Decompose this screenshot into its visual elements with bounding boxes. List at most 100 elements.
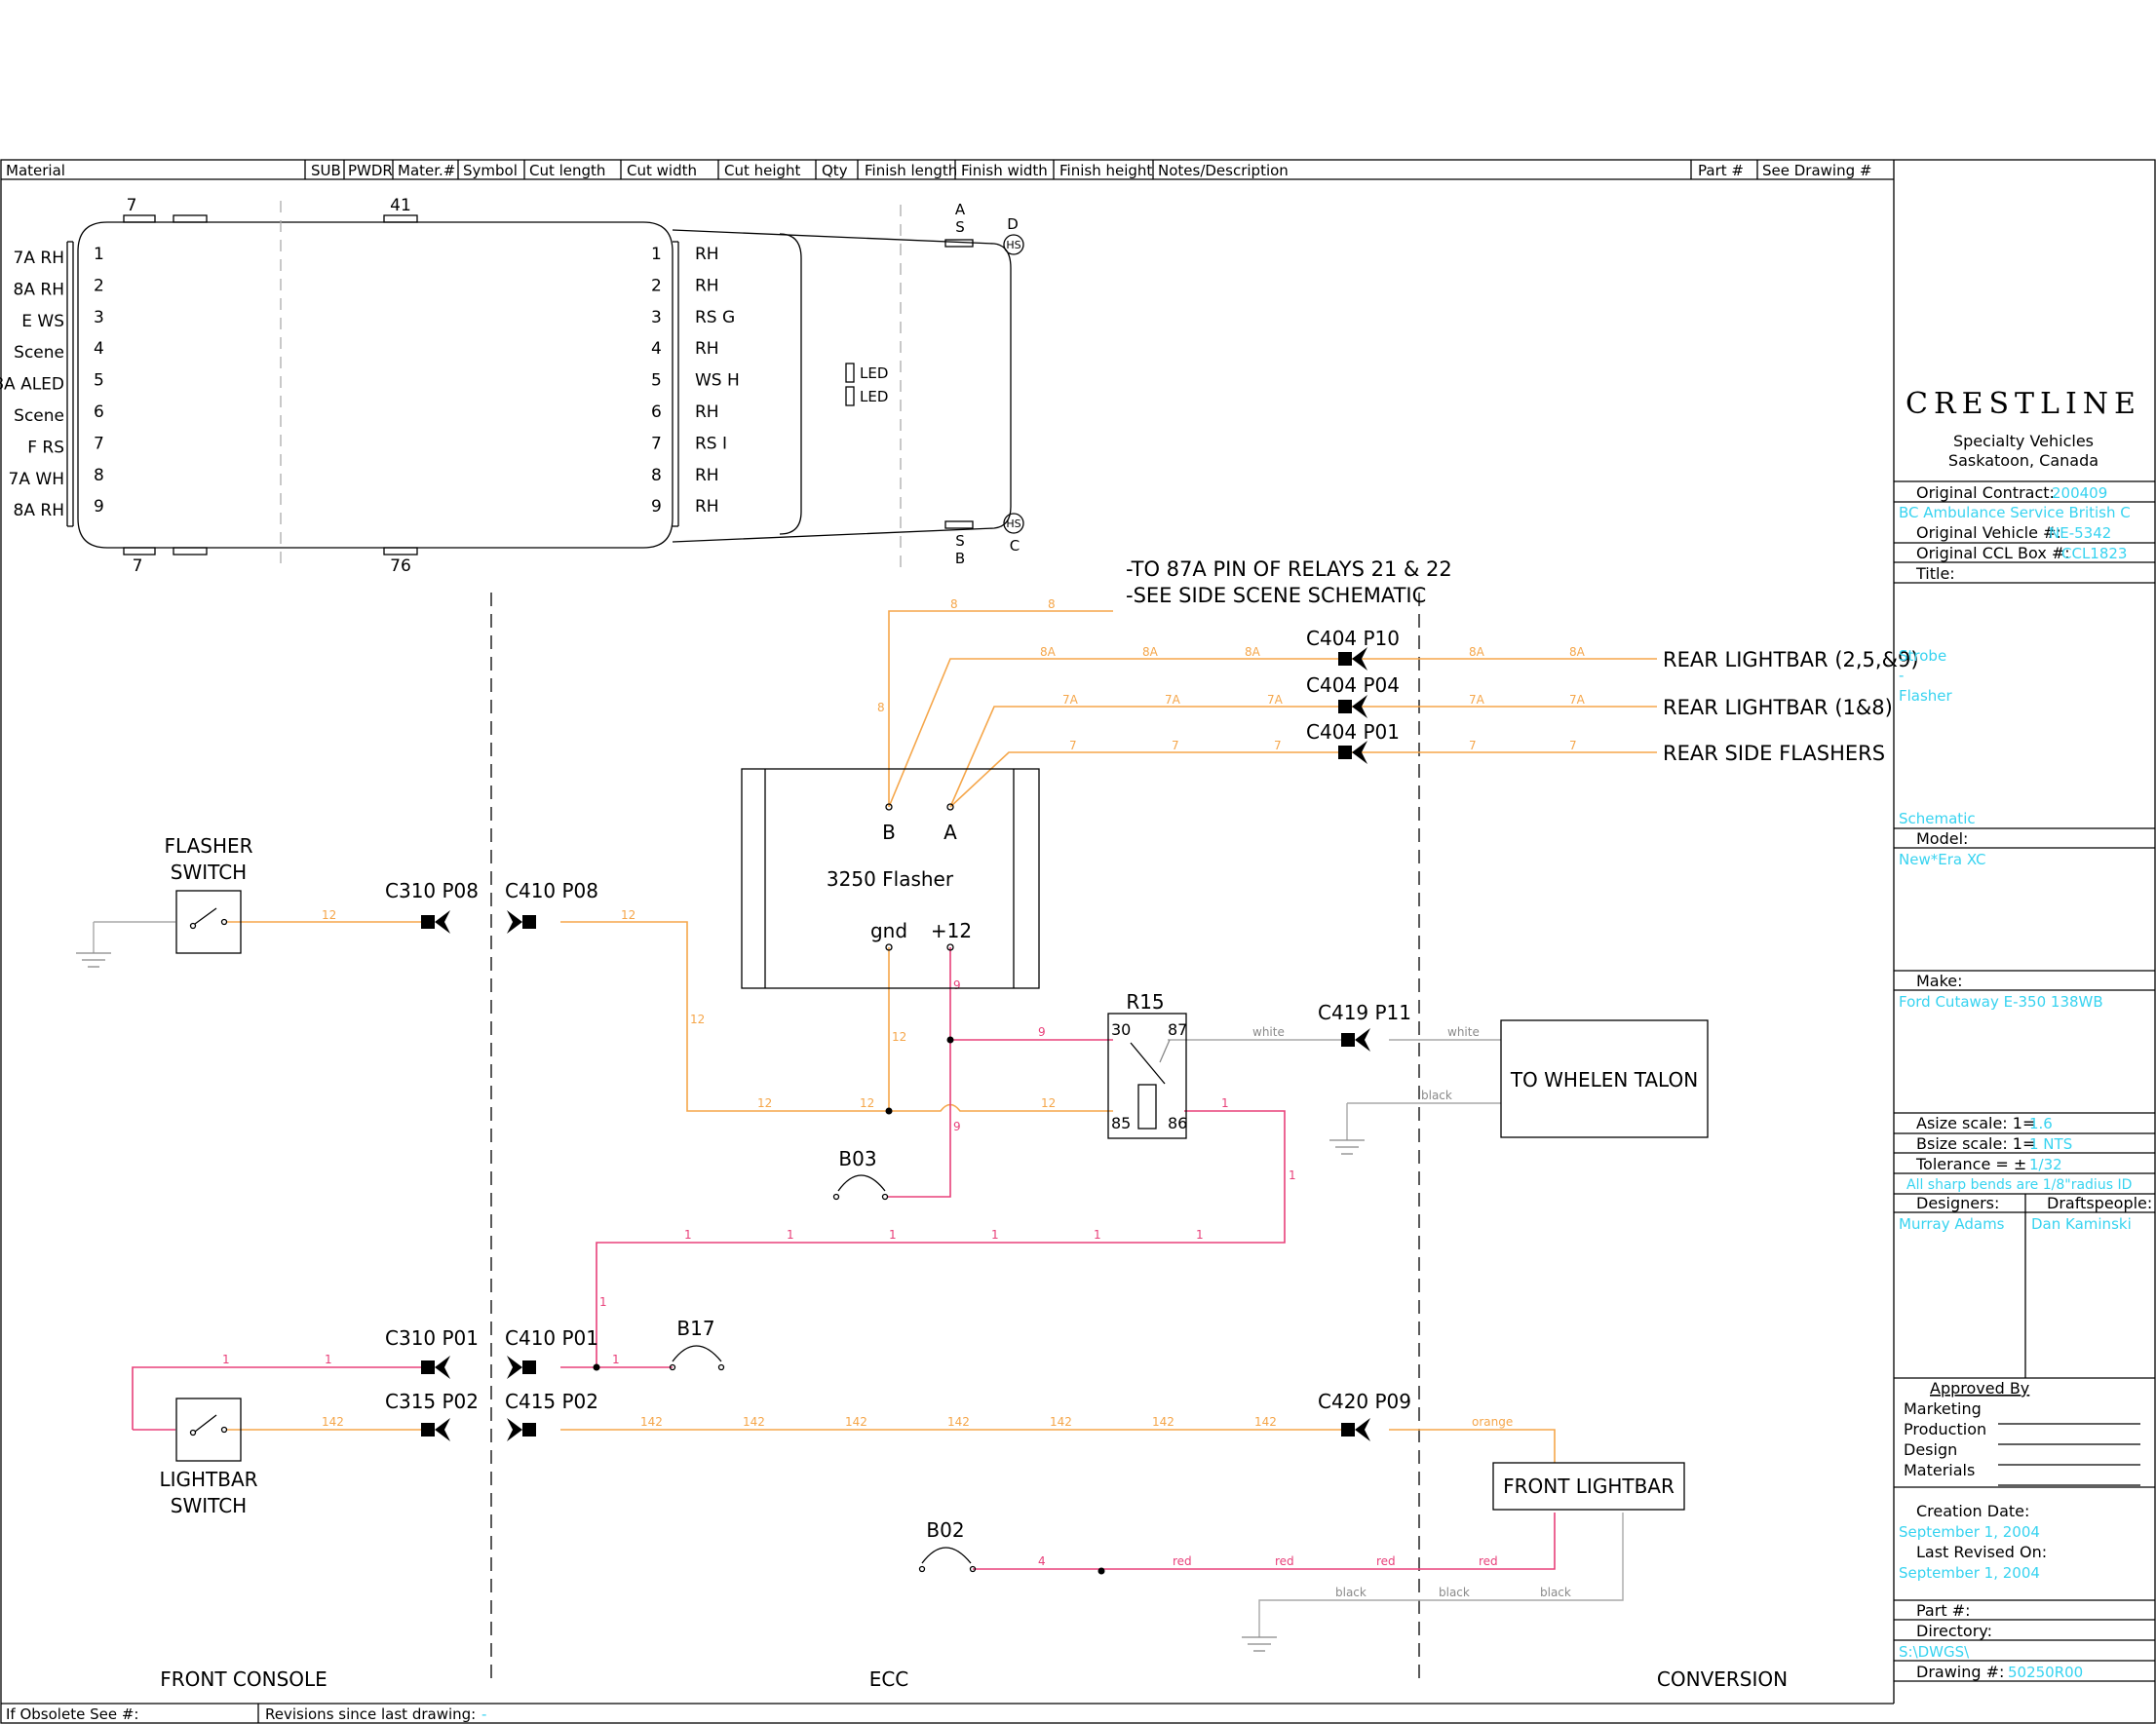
wiring	[93, 610, 1657, 1637]
right-pin-number: 3	[651, 308, 662, 327]
title-line-4: Schematic	[1899, 810, 1976, 827]
wl-7a-5: 7A	[1569, 693, 1586, 707]
right-pin-number: 9	[651, 497, 662, 517]
wl-white-1: white	[1252, 1025, 1285, 1039]
wl-142-3: 142	[743, 1415, 765, 1429]
revised-date-value: September 1, 2004	[1899, 1564, 2040, 1582]
company-logo-text: CRESTLINE	[1906, 387, 2141, 421]
header-finish-width: Finish width	[961, 162, 1048, 179]
label-c404p01: C404 P01	[1306, 720, 1400, 744]
wl-9-3: 9	[953, 1120, 961, 1133]
vehicle-labels: 7 41 7 76 A S D HS S B C HS LED LED 7A R…	[0, 196, 1021, 576]
led-label-2: LED	[860, 388, 888, 405]
wl-7-3: 7	[1274, 739, 1282, 752]
draftspeople-label: Draftspeople:	[2047, 1194, 2152, 1212]
directory-label: Directory:	[1916, 1622, 1992, 1640]
revisions-value: -	[481, 1705, 486, 1723]
header-finish-height: Finish height	[1059, 162, 1152, 179]
wire-8	[888, 610, 1113, 807]
bsize-label: Bsize scale: 1=	[1916, 1134, 2035, 1153]
wl-142-5: 142	[947, 1415, 970, 1429]
bottom-num-76: 76	[390, 556, 411, 576]
drawing-no-value: 50250R00	[2008, 1664, 2083, 1681]
wire-8a	[888, 658, 1657, 808]
flasher-unit-label: 3250 Flasher	[827, 867, 954, 891]
right-pin-number: 2	[651, 276, 662, 295]
wl-red-4: red	[1479, 1554, 1498, 1568]
wl-7-2: 7	[1172, 739, 1179, 752]
title-label: Title:	[1915, 564, 1955, 583]
section-dividers: FRONT CONSOLE ECC CONVERSION	[160, 593, 1788, 1691]
header-mater-no: Mater.#	[398, 162, 455, 179]
left-pin-number: 4	[94, 339, 104, 359]
connector-c410p08	[507, 910, 536, 934]
right-pin-label: RH	[695, 402, 719, 422]
right-pin-label: RH	[695, 276, 719, 295]
approval-marketing: Marketing	[1904, 1399, 1982, 1418]
flasher-gnd: gnd	[870, 919, 907, 942]
wl-142-6: 142	[1050, 1415, 1072, 1429]
wl-1-h: 1	[1196, 1228, 1204, 1242]
header-finish-length: Finish length	[865, 162, 957, 179]
wl-orange: orange	[1472, 1415, 1513, 1429]
flasher-pin-b: B	[882, 821, 896, 844]
wl-9-2: 9	[953, 978, 961, 992]
tolerance-value: 1/32	[2029, 1156, 2062, 1173]
right-pin-label: RH	[695, 466, 719, 485]
wl-12-6: 12	[892, 1030, 906, 1044]
wl-7-4: 7	[1469, 739, 1477, 752]
header-see-drawing: See Drawing #	[1762, 162, 1871, 179]
connector-c310p08	[421, 910, 450, 934]
bottom-mark-hs: HS	[1006, 517, 1020, 530]
wl-1-k: 1	[325, 1353, 332, 1366]
wl-12-1: 12	[322, 908, 336, 922]
left-pin-number: 8	[94, 466, 104, 485]
header-row: Material SUB PWDR Mater.# Symbol Cut len…	[6, 162, 1871, 179]
title-line-2: -	[1899, 667, 1904, 684]
header-pwdr: PWDR	[348, 162, 393, 179]
wl-1-e: 1	[889, 1228, 897, 1242]
wl-142-4: 142	[845, 1415, 867, 1429]
header-material: Material	[6, 162, 65, 179]
header-qty: Qty	[822, 162, 848, 179]
wl-1-l: 1	[612, 1353, 620, 1366]
title-block	[1894, 480, 2155, 1682]
relay-label: R15	[1126, 990, 1164, 1014]
wire-9	[887, 947, 951, 1198]
flasher-12v: +12	[931, 919, 972, 942]
creation-date-value: September 1, 2004	[1899, 1523, 2040, 1541]
left-pin-number: 7	[94, 434, 104, 453]
wl-1-i: 1	[599, 1295, 607, 1309]
wl-red-1: red	[1173, 1554, 1192, 1568]
breaker-b17: B17	[669, 1317, 725, 1371]
whelen-label: TO WHELEN TALON	[1510, 1068, 1698, 1092]
wl-8a: 8	[950, 597, 958, 611]
connector-c410p01	[507, 1356, 536, 1379]
right-pin-label: RH	[695, 339, 719, 359]
creation-date-label: Creation Date:	[1916, 1502, 2029, 1520]
company-sub-1: Specialty Vehicles	[1953, 432, 2094, 450]
footer-row: If Obsolete See #: Revisions since last …	[6, 1705, 486, 1723]
right-pin-number: 7	[651, 434, 662, 453]
wl-black-2: black	[1335, 1586, 1367, 1599]
left-pin-label: Scene	[14, 343, 64, 363]
wl-12-3: 12	[690, 1013, 705, 1026]
label-c404p10: C404 P10	[1306, 627, 1400, 650]
front-lightbar-label: FRONT LIGHTBAR	[1503, 1475, 1675, 1498]
note-relays: -TO 87A PIN OF RELAYS 21 & 22	[1126, 557, 1452, 581]
relay-pin-86: 86	[1168, 1114, 1187, 1132]
make-value: Ford Cutaway E-350 138WB	[1899, 993, 2103, 1011]
wl-white-2: white	[1447, 1025, 1480, 1039]
wl-8a-3: 8A	[1245, 645, 1261, 659]
drawing-frame	[0, 159, 2156, 1724]
wire-black-lightbar	[1258, 1513, 1624, 1637]
wl-1-f: 1	[991, 1228, 999, 1242]
left-pin-label: F RS	[27, 438, 64, 457]
make-label: Make:	[1916, 972, 1963, 990]
relay-pin-30: 30	[1111, 1020, 1131, 1039]
original-contract-label: Original Contract:	[1916, 483, 2055, 502]
front-lightbar-box: FRONT LIGHTBAR	[1492, 1462, 1685, 1511]
wl-12-7: 12	[1041, 1096, 1056, 1110]
designer-value: Murray Adams	[1899, 1215, 2005, 1233]
top-num-41: 41	[390, 196, 411, 215]
